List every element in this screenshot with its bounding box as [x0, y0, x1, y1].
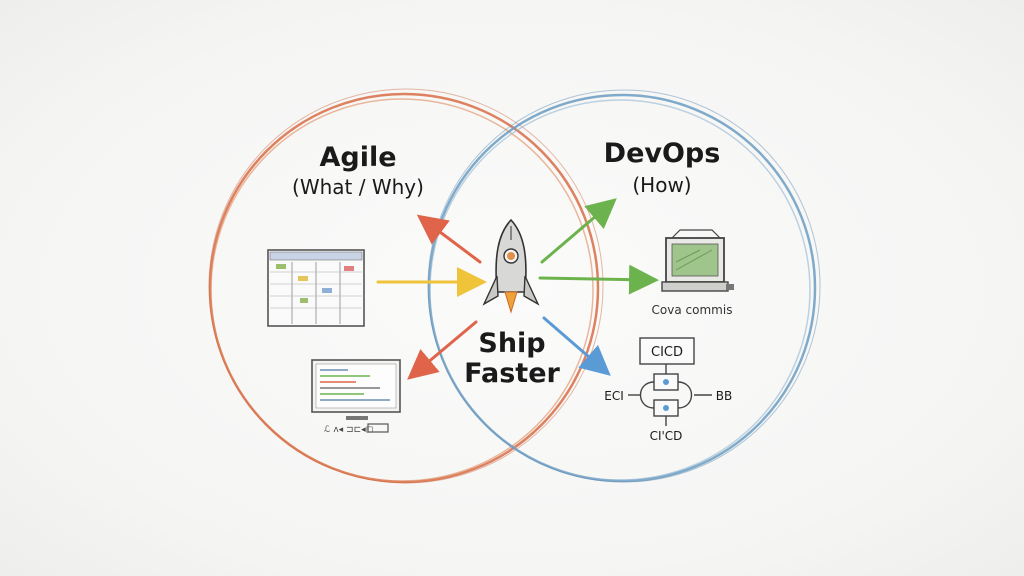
agile-title: Agile — [319, 142, 396, 173]
agile-circle — [208, 88, 604, 484]
faster-text: Faster — [464, 358, 560, 389]
cicd-bottom-label: CI'CD — [650, 429, 683, 443]
cicd-right-label: BB — [716, 389, 732, 403]
monitor-caption: ℒ ᴧ◂ ⊐⊏◂◻ — [324, 425, 373, 435]
code-monitor-icon — [311, 359, 401, 433]
cicd-top-label: CICD — [651, 345, 683, 360]
computer-icon — [661, 229, 734, 292]
arrow-green-up — [540, 198, 617, 264]
arrow-green-right — [538, 264, 659, 295]
arrow-red-up — [416, 214, 482, 264]
arrows — [376, 198, 659, 380]
devops-circle — [427, 89, 821, 483]
devops-title: DevOps — [604, 138, 721, 169]
arrow-blue — [542, 316, 611, 376]
agile-subtitle: (What / Why) — [292, 175, 424, 199]
cicd-left-label: ECI — [604, 389, 624, 403]
commits-caption: Cova commis — [652, 303, 733, 317]
devops-subtitle: (How) — [632, 173, 691, 197]
rocket-icon — [482, 218, 540, 314]
arrow-red-down — [407, 320, 478, 380]
kanban-board-icon — [267, 249, 365, 327]
cicd-pipeline-icon — [628, 337, 712, 426]
ship-text: Ship — [478, 328, 545, 359]
